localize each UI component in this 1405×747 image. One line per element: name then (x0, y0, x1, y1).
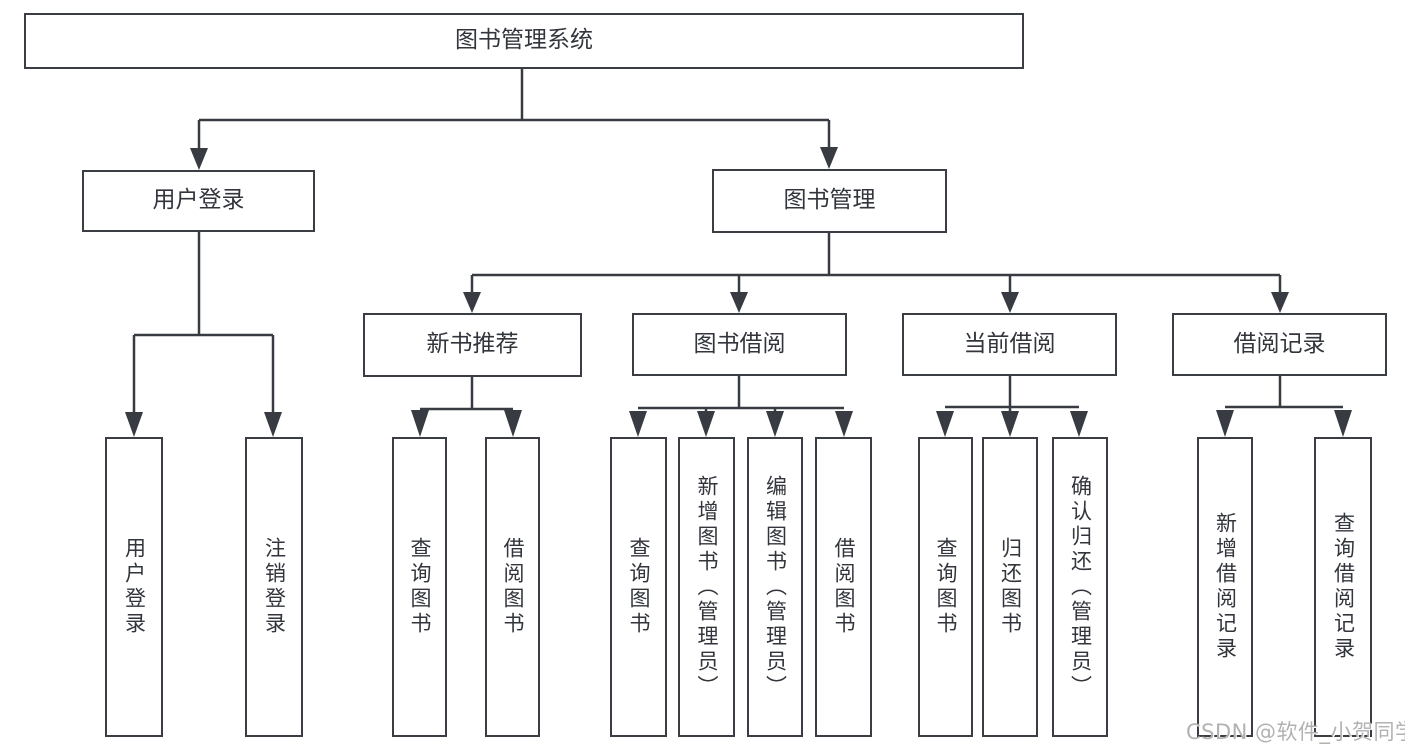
node-label: 借阅图书 (501, 537, 526, 637)
node-label: 图书管理系统 (455, 27, 593, 54)
node-label: 当前借阅 (963, 330, 1056, 357)
leaf-edit-books-admin: 编辑图书（管理员） (747, 437, 803, 737)
node-library-management-system: 图书管理系统 (24, 13, 1024, 69)
node-label: 查询图书 (408, 537, 433, 637)
leaf-query-books-current: 查询图书 (918, 437, 973, 737)
leaf-add-borrow-record: 新增借阅记录 (1197, 437, 1253, 737)
leaf-logout: 注销登录 (245, 437, 303, 737)
leaf-query-borrow-record: 查询借阅记录 (1314, 437, 1372, 737)
node-user-login: 用户登录 (82, 170, 315, 232)
node-label: 确认归还（管理员） (1068, 474, 1093, 700)
leaf-query-books-borrowing: 查询图书 (610, 437, 667, 737)
node-label: 图书管理 (783, 187, 876, 214)
node-label: 编辑图书（管理员） (763, 474, 788, 700)
node-label: 查询图书 (934, 537, 959, 637)
node-label: 用户登录 (152, 187, 245, 214)
leaf-return-books: 归还图书 (982, 437, 1038, 737)
node-label: 图书借阅 (693, 330, 786, 357)
node-label: 注销登录 (262, 537, 287, 637)
node-label: 新增借阅记录 (1213, 512, 1238, 662)
node-label: 新书推荐 (426, 331, 519, 358)
leaf-borrow-books-recommend: 借阅图书 (485, 437, 540, 737)
node-current-borrowing: 当前借阅 (902, 313, 1117, 376)
node-label: 用户登录 (122, 537, 147, 637)
leaf-user-login: 用户登录 (105, 437, 163, 737)
node-label: 查询图书 (627, 537, 652, 637)
node-borrowing-records: 借阅记录 (1172, 313, 1387, 376)
arrowheads (125, 147, 1352, 437)
leaf-query-books-recommend: 查询图书 (392, 437, 447, 737)
node-label: 查询借阅记录 (1331, 512, 1356, 662)
node-label: 借阅记录 (1233, 330, 1326, 357)
leaf-confirm-return-admin: 确认归还（管理员） (1052, 437, 1108, 737)
node-book-borrowing: 图书借阅 (632, 313, 847, 376)
leaf-borrow-books-borrowing: 借阅图书 (815, 437, 872, 737)
node-label: 归还图书 (998, 537, 1023, 637)
csdn-watermark: CSDN @软件_小贺同学 (1186, 720, 1405, 744)
node-label: 借阅图书 (832, 537, 857, 637)
node-label: 新增图书（管理员） (695, 474, 720, 700)
node-book-management: 图书管理 (712, 169, 947, 233)
node-new-book-recommend: 新书推荐 (363, 313, 582, 377)
leaf-add-books-admin: 新增图书（管理员） (678, 437, 735, 737)
